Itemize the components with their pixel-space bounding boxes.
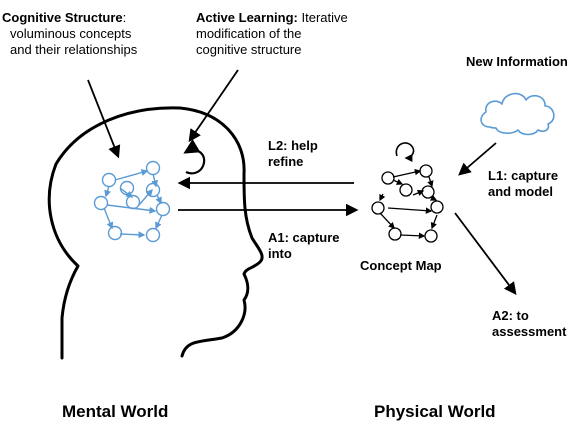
- l2-label-line2: refine: [268, 154, 304, 169]
- a2-arrow: [454, 212, 517, 296]
- concept-map-graph-icon: [371, 164, 444, 243]
- a1-label-line1: A1: capture: [268, 230, 340, 245]
- a2-label-line2: assessment: [492, 324, 567, 339]
- l2-label-line1: L2: help: [268, 138, 318, 153]
- cognitive-structure-line2: and their relationships: [10, 42, 138, 57]
- cognitive-structure-title: Cognitive Structure: [2, 10, 123, 25]
- a2-label-line1: A2: to: [492, 308, 529, 323]
- cognitive-graph-icon: [93, 160, 171, 243]
- active-learning-label: Active Learning: Iterative: [196, 10, 348, 26]
- active-learning-line3: cognitive structure: [196, 42, 302, 57]
- active-learning-title: Active Learning:: [196, 10, 298, 25]
- active-learning-line2: modification of the: [196, 26, 302, 41]
- cognitive-structure-colon: :: [122, 10, 127, 25]
- physical-world-label: Physical World: [374, 402, 496, 421]
- active-learning-rest: Iterative: [301, 10, 348, 25]
- cognitive-structure-line1: voluminous concepts: [10, 26, 132, 41]
- head-self-loop-arrow: [183, 139, 206, 175]
- l1-label-line2: and model: [488, 184, 554, 199]
- active-learning-arrow: [188, 69, 239, 143]
- mental-world-label: Mental World: [62, 402, 169, 421]
- concept-map-label: Concept Map: [360, 258, 442, 273]
- cloud-icon: [480, 92, 555, 136]
- new-information-label: New Information: [466, 54, 568, 69]
- cognitive-structure-arrow: [87, 79, 121, 159]
- map-self-loop-arrow: [395, 142, 415, 162]
- a1-label-line2: into: [268, 246, 292, 261]
- head-silhouette-icon: [47, 106, 264, 360]
- l1-label-line1: L1: capture: [488, 168, 559, 183]
- cognitive-structure-label: Cognitive Structure:: [2, 10, 126, 26]
- l1-arrow: [458, 142, 497, 176]
